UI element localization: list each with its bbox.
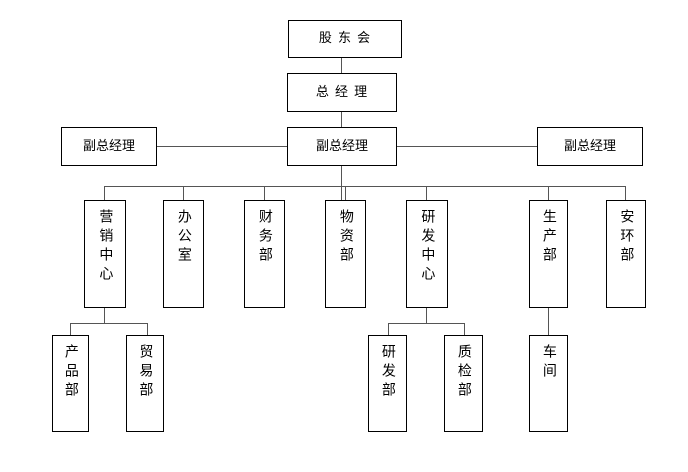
connector-shareholders-to-gm [341, 57, 342, 73]
node-trade-dept-label: 贸易部 [137, 344, 154, 401]
connector-marketing-subbus [70, 323, 148, 324]
node-deputy-gm-center-label: 副总经理 [315, 138, 368, 154]
connector-rd-subbus [388, 323, 465, 324]
connector-deputy-center-to-left [156, 146, 287, 147]
connector-marketing-to-subbus [104, 307, 105, 323]
node-general-manager-label: 总 经 理 [315, 84, 369, 100]
node-production-dept-label: 生产部 [540, 209, 557, 266]
node-finance-dept[interactable]: 财务部 [244, 200, 285, 308]
node-workshop[interactable]: 车间 [529, 335, 568, 432]
node-materials-dept[interactable]: 物资部 [325, 200, 366, 308]
connector-drop-safety-env-dept [625, 186, 626, 200]
node-rd-dept-label: 研发部 [379, 344, 396, 401]
connector-drop-rd-center [426, 186, 427, 200]
connector-drop-production-dept [548, 186, 549, 200]
node-deputy-gm-center[interactable]: 副总经理 [287, 127, 397, 166]
connector-deputy-center-to-right [396, 146, 537, 147]
connector-drop-rd-dept [388, 323, 389, 335]
node-deputy-gm-left-label: 副总经理 [82, 138, 135, 154]
connector-drop-quality-inspection-dept [464, 323, 465, 335]
connector-drop-trade-dept [147, 323, 148, 335]
node-safety-env-dept-label: 安环部 [618, 209, 635, 266]
connector-drop-finance-dept [264, 186, 265, 200]
node-rd-center-label: 研发中心 [419, 209, 436, 285]
connector-rd-to-subbus [426, 307, 427, 323]
node-general-manager[interactable]: 总 经 理 [287, 73, 397, 112]
node-marketing-center-label: 营销中心 [97, 209, 114, 285]
node-rd-center[interactable]: 研发中心 [406, 200, 448, 308]
node-production-dept[interactable]: 生产部 [529, 200, 568, 308]
node-shareholders-meeting-label: 股 东 会 [318, 31, 372, 47]
node-deputy-gm-right-label: 副总经理 [563, 138, 616, 154]
connector-drop-office [183, 186, 184, 200]
connector-gm-to-deputy-center [341, 112, 342, 127]
connector-drop-product-dept [70, 323, 71, 335]
node-finance-dept-label: 财务部 [256, 209, 273, 266]
node-product-dept[interactable]: 产品部 [52, 335, 89, 432]
node-workshop-label: 车间 [540, 344, 557, 382]
node-product-dept-label: 产品部 [62, 344, 79, 401]
node-safety-env-dept[interactable]: 安环部 [606, 200, 646, 308]
node-trade-dept[interactable]: 贸易部 [126, 335, 164, 432]
node-office-label: 办公室 [175, 209, 192, 266]
node-shareholders-meeting[interactable]: 股 东 会 [288, 20, 402, 58]
node-deputy-gm-right[interactable]: 副总经理 [537, 127, 643, 166]
node-quality-inspection-dept-label: 质检部 [455, 344, 472, 401]
node-deputy-gm-left[interactable]: 副总经理 [61, 127, 157, 166]
node-materials-dept-label: 物资部 [337, 209, 354, 266]
node-quality-inspection-dept[interactable]: 质检部 [444, 335, 483, 432]
connector-department-bus [104, 186, 626, 187]
connector-drop-marketing-center [104, 186, 105, 200]
connector-production-to-workshop [548, 307, 549, 335]
node-marketing-center[interactable]: 营销中心 [84, 200, 126, 308]
node-office[interactable]: 办公室 [163, 200, 204, 308]
connector-drop-materials-dept [345, 186, 346, 200]
node-rd-dept[interactable]: 研发部 [368, 335, 407, 432]
connector-deputy-center-to-dept-bus [341, 165, 342, 200]
